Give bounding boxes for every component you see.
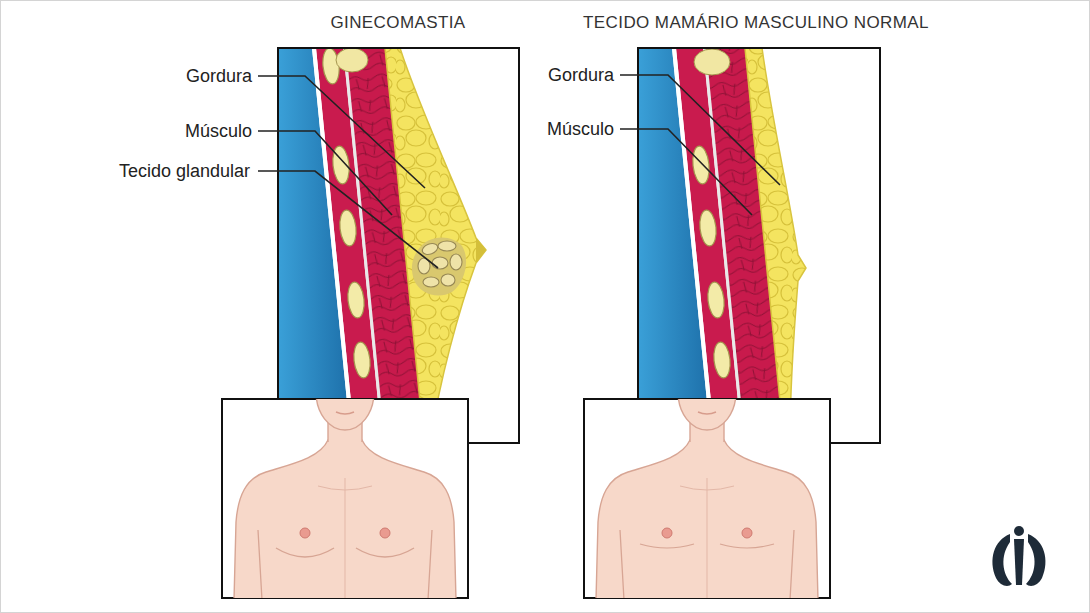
panel: TECIDO MAMÁRIO MASCULINO NORMAL — [556, 12, 956, 444]
cross-section-normal — [638, 48, 880, 447]
panel-heading: TECIDO MAMÁRIO MASCULINO NORMAL — [556, 12, 956, 34]
panel-heading: GINECOMASTIA — [262, 12, 534, 34]
part-label: Tecido glandular — [119, 160, 250, 182]
part-label: Gordura — [186, 65, 252, 87]
panel: GINECOMASTIA — [262, 12, 534, 444]
glandular-tissue — [412, 237, 466, 295]
part-label: Gordura — [548, 64, 614, 86]
torso-gynecomastia — [222, 354, 468, 600]
logo — [992, 526, 1045, 586]
leader-lines — [258, 75, 780, 268]
part-label: Músculo — [185, 120, 252, 142]
cross-section-gynecomastia — [278, 47, 519, 446]
torso-normal — [584, 354, 830, 600]
part-label: Músculo — [547, 118, 614, 140]
